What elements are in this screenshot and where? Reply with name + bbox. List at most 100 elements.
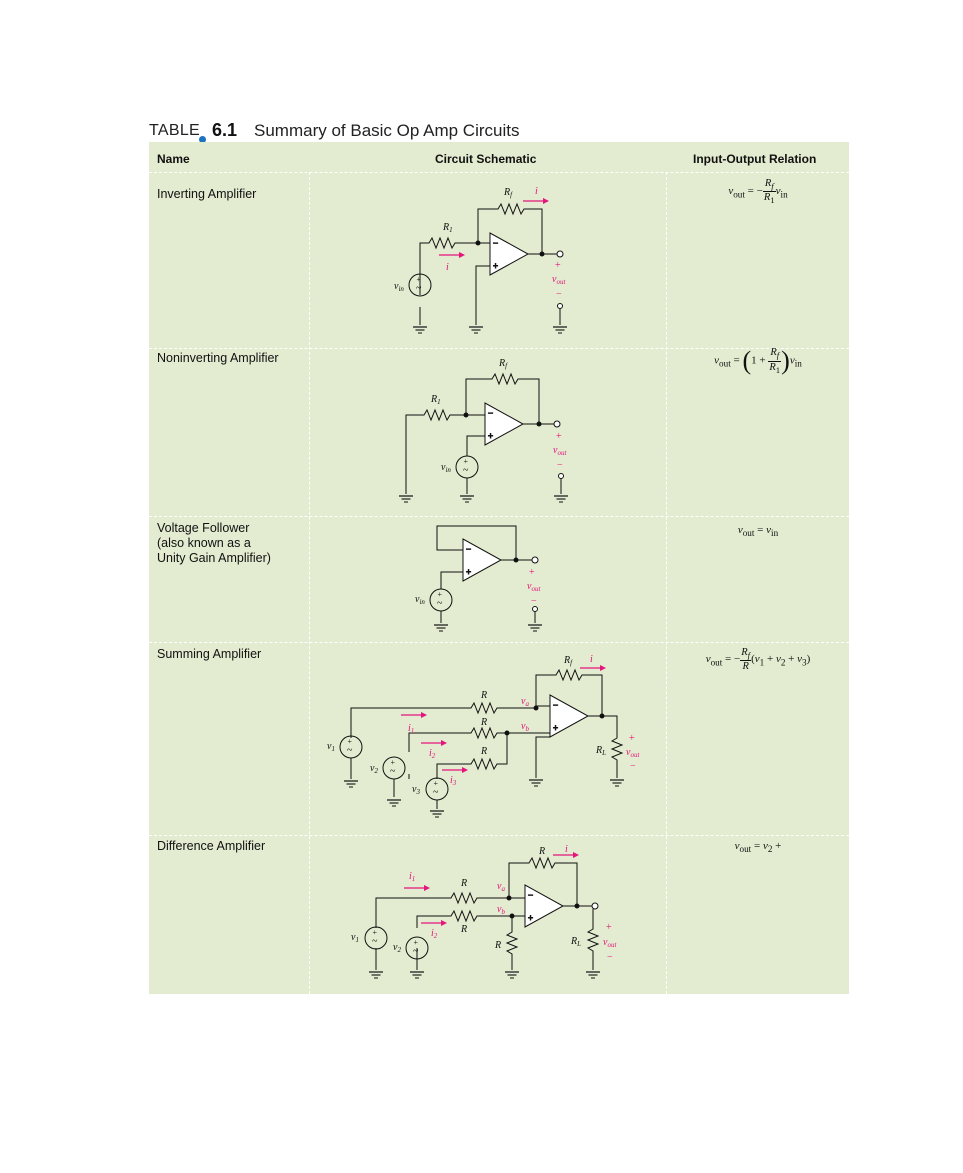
- row-name-difference: Difference Amplifier: [157, 839, 266, 853]
- label-r1: R1: [442, 222, 453, 234]
- difference-amplifier-schematic: [375, 856, 600, 970]
- ground-icon: [528, 779, 544, 787]
- label-vout: vout: [552, 274, 566, 286]
- current-arrow-icon: [522, 197, 550, 205]
- ground-icon: [343, 780, 359, 788]
- label-r: R: [494, 940, 501, 951]
- label-plus: +: [529, 567, 535, 578]
- row-name-follower: Voltage Follower (also known as a Unity …: [157, 521, 271, 565]
- table-title: Summary of Basic Op Amp Circuits: [254, 121, 520, 140]
- label-v1: v1: [327, 741, 335, 753]
- ground-icon: [552, 326, 568, 334]
- noninverting-source-icon: [455, 455, 479, 479]
- label-v2: v2: [393, 942, 401, 954]
- label-rf: Rf: [503, 187, 513, 199]
- label-va: va: [521, 696, 529, 708]
- label-i2: i2: [429, 748, 436, 760]
- label-vin: vin: [415, 594, 425, 606]
- current-arrow-icon: [400, 711, 428, 719]
- ground-icon: [468, 326, 484, 334]
- row-name-noninverting: Noninverting Amplifier: [157, 351, 279, 365]
- label-r: R: [480, 717, 487, 728]
- row-divider: [149, 348, 849, 349]
- label-minus: −: [556, 289, 562, 300]
- row-divider: [149, 642, 849, 643]
- current-arrow-icon: [420, 739, 448, 747]
- inverting-amplifier-schematic: [419, 202, 564, 325]
- label-vout: vout: [527, 581, 541, 593]
- label-vb: vb: [521, 721, 529, 733]
- label-i1: i1: [408, 723, 414, 735]
- ground-icon: [585, 971, 601, 979]
- ground-icon: [368, 971, 384, 979]
- inverting-source-icon: [408, 273, 432, 297]
- table-caption: TABLE 6.1 Summary of Basic Op Amp Circui…: [149, 120, 849, 143]
- label-vout: vout: [603, 937, 617, 949]
- noninverting-amplifier-schematic: [405, 372, 564, 494]
- ground-icon: [553, 495, 569, 503]
- current-arrow-icon: [420, 919, 448, 927]
- label-r: R: [538, 846, 545, 857]
- label-r: R: [460, 878, 467, 889]
- label-rl: RL: [595, 745, 606, 757]
- op-amp-summary-table: Name Circuit Schematic Input-Output Rela…: [149, 142, 849, 994]
- column-divider: [666, 172, 667, 994]
- table-word: TABLE: [149, 122, 200, 139]
- label-minus: −: [557, 460, 563, 471]
- table-number: 6.1: [212, 120, 238, 140]
- label-i1: i1: [409, 871, 415, 883]
- header-schematic: Circuit Schematic: [435, 152, 537, 166]
- label-plus: +: [556, 431, 562, 442]
- row-divider: [149, 516, 849, 517]
- label-vout: vout: [626, 747, 640, 759]
- ground-icon: [459, 495, 475, 503]
- row-divider: [149, 172, 849, 173]
- ground-icon: [409, 971, 425, 979]
- label-vout: vout: [553, 445, 567, 457]
- label-va: va: [497, 881, 505, 893]
- ground-icon: [609, 779, 625, 787]
- follower-source-icon: [429, 588, 453, 612]
- label-r: R: [460, 924, 467, 935]
- current-arrow-icon: [579, 664, 607, 672]
- difference-source-2-icon: [405, 936, 429, 960]
- schematics-canvas: + ~ − +: [327, 186, 640, 979]
- label-i: i: [590, 654, 593, 665]
- label-rf: Rf: [498, 358, 508, 370]
- row-name-inverting: Inverting Amplifier: [157, 187, 257, 201]
- ground-icon: [398, 495, 414, 503]
- summing-source-3-icon: [425, 777, 449, 801]
- label-i: i: [565, 844, 568, 855]
- label-minus: −: [531, 596, 537, 607]
- summing-source-1-icon: [339, 735, 363, 759]
- summing-source-2-icon: [382, 756, 406, 780]
- current-arrow-icon: [403, 884, 431, 892]
- label-minus: −: [607, 952, 613, 963]
- label-r: R: [480, 690, 487, 701]
- label-i2: i2: [431, 928, 438, 940]
- ground-icon: [527, 624, 543, 632]
- label-rl: RL: [570, 936, 581, 948]
- ground-icon: [412, 326, 428, 334]
- ground-icon: [386, 799, 402, 807]
- caption-dot-icon: [199, 136, 206, 143]
- label-i3: i3: [450, 775, 457, 787]
- label-plus: +: [629, 733, 635, 744]
- difference-source-1-icon: [364, 926, 388, 950]
- label-i: i: [446, 262, 449, 273]
- label-plus: +: [606, 922, 612, 933]
- ground-icon: [504, 971, 520, 979]
- ground-icon: [429, 810, 445, 818]
- summing-amplifier-schematic: [350, 668, 624, 809]
- label-r1: R1: [430, 394, 441, 406]
- label-r: R: [480, 746, 487, 757]
- label-v1: v1: [351, 932, 359, 944]
- label-v3: v3: [412, 784, 420, 796]
- label-rf: Rf: [563, 655, 573, 667]
- label-vin: vin: [441, 462, 451, 474]
- relation-difference: vout = v2 +: [734, 840, 782, 855]
- label-vb: vb: [497, 904, 505, 916]
- row-name-summing: Summing Amplifier: [157, 647, 262, 661]
